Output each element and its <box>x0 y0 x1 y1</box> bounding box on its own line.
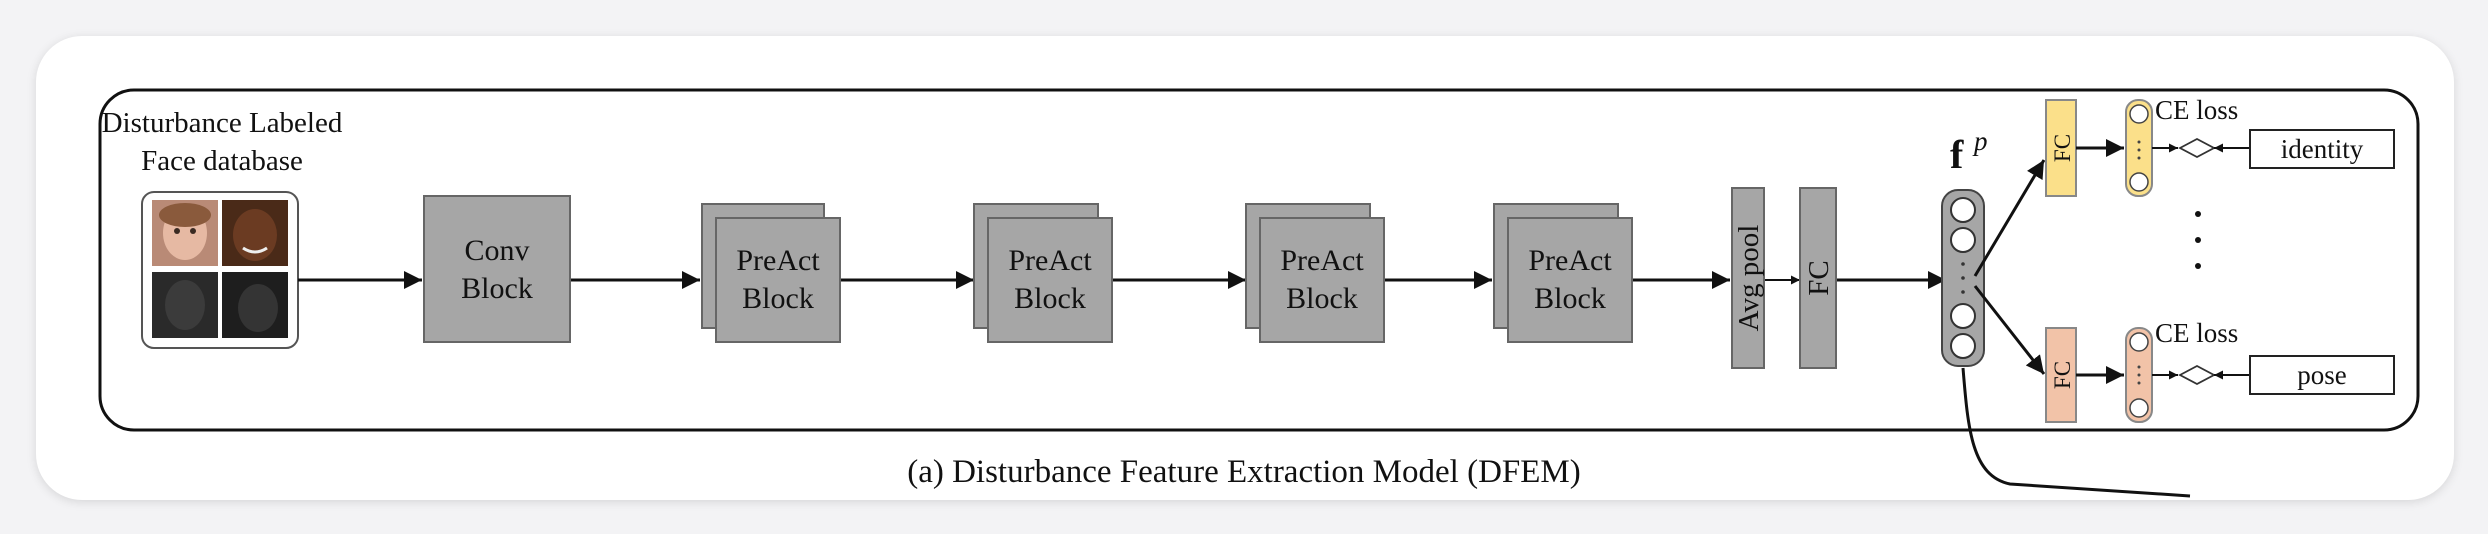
feature-vector <box>1941 189 1985 367</box>
identity-head: FC identity CE loss <box>2045 95 2395 197</box>
conv-block: Conv Block <box>423 195 571 343</box>
preact-block: PreAct Block <box>701 203 841 343</box>
ce-loss-diamond <box>2178 364 2216 386</box>
feature-node <box>1950 303 1976 329</box>
ellipsis-dots <box>2195 211 2201 269</box>
face-database-image <box>141 191 299 349</box>
preact-block: PreAct Block <box>973 203 1113 343</box>
database-title-line1: Disturbance Labeled <box>102 107 343 139</box>
figure-caption: (a) Disturbance Feature Extraction Model… <box>907 454 1581 490</box>
feature-node <box>1950 227 1976 253</box>
preact-block: PreAct Block <box>1493 203 1633 343</box>
branch-arrow <box>1973 285 2046 375</box>
identity-label-box <box>2249 129 2395 169</box>
head-fc-label: FC <box>2050 361 2075 389</box>
preact-block-label-line2: Block <box>742 282 814 315</box>
conv-block-label-line2: Block <box>461 272 533 305</box>
ce-loss-label: CE loss <box>2155 95 2238 125</box>
fc-layer: FC <box>1799 187 1837 369</box>
pose-label: pose <box>2297 360 2347 390</box>
preact-block-label-line1: PreAct <box>1528 244 1612 277</box>
feature-superscript: p <box>1972 126 1988 156</box>
preact-block-label-line2: Block <box>1014 282 1086 315</box>
model-frame <box>98 88 2420 432</box>
preact-block-label-line1: PreAct <box>736 244 820 277</box>
preact-block-label-line2: Block <box>1286 282 1358 315</box>
database-title-line2: Face database <box>141 145 303 177</box>
fc-label: FC <box>1803 260 1835 295</box>
branch-arrow <box>1973 159 2046 277</box>
conv-block-label-line1: Conv <box>464 234 529 267</box>
preact-block-label-line2: Block <box>1534 282 1606 315</box>
feature-symbol: f <box>1950 132 1964 177</box>
pose-label-box <box>2249 355 2395 395</box>
identity-label: identity <box>2281 134 2364 164</box>
avg-pool-label: Avg pool <box>1733 225 1765 332</box>
output-connector <box>1961 367 2191 498</box>
feature-node <box>1950 197 1976 223</box>
ce-loss-diamond <box>2178 137 2216 159</box>
preact-block-label-line1: PreAct <box>1008 244 1092 277</box>
feature-node <box>1950 333 1976 359</box>
preact-block-label-line1: PreAct <box>1280 244 1364 277</box>
pose-head: FC pose CE loss <box>2045 318 2395 423</box>
ce-loss-label: CE loss <box>2155 318 2238 348</box>
preact-block: PreAct Block <box>1245 203 1385 343</box>
head-fc-label: FC <box>2050 134 2075 162</box>
avg-pool-layer: Avg pool <box>1731 187 1765 369</box>
